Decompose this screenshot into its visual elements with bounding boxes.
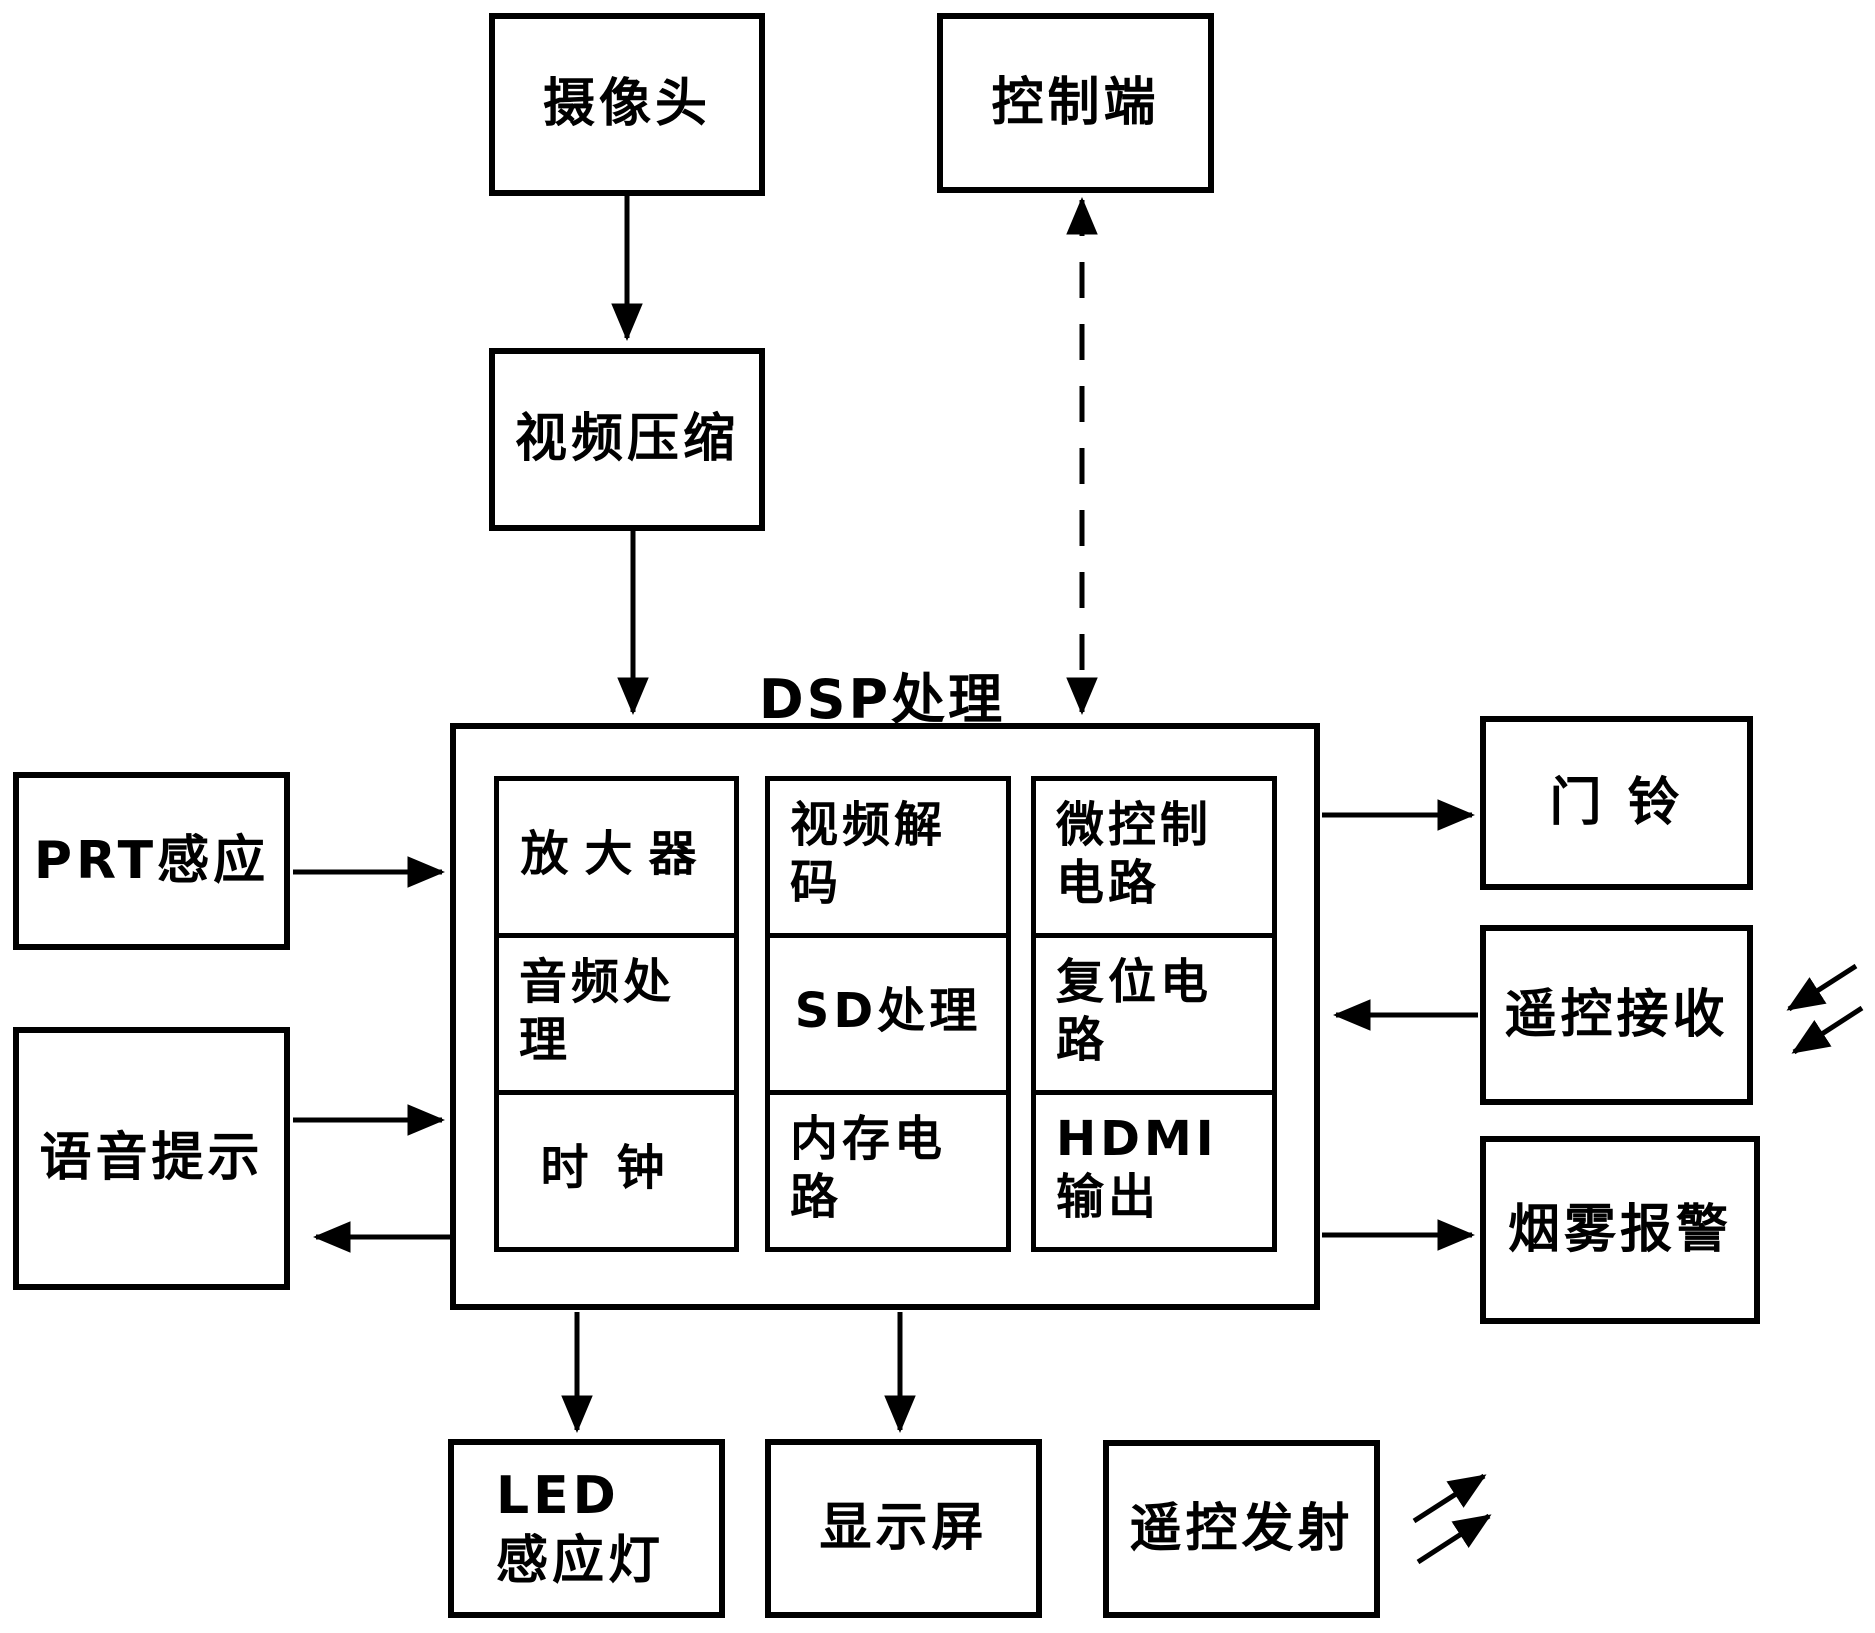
remote-transmitter-label: 遥控发射 — [1129, 1498, 1354, 1559]
cell-memory-circuit: 内存电 路 — [790, 1110, 947, 1225]
remote-receiver-label: 遥控接收 — [1504, 984, 1729, 1045]
box-remote-transmitter: 遥控发射 — [1103, 1440, 1380, 1618]
display-screen-label: 显示屏 — [819, 1498, 988, 1558]
box-prt-sensor: PRT感应 — [13, 772, 290, 950]
wireless-arrow-into-remote-receiver-1 — [1786, 963, 1858, 1012]
dsp-grid-column-3 — [1031, 776, 1277, 1252]
prt-sensor-label: PRT感应 — [33, 830, 270, 891]
box-doorbell: 门 铃 — [1480, 716, 1753, 890]
voice-prompt-label: 语音提示 — [39, 1128, 264, 1188]
cell-audio-processing: 音频处 理 — [519, 953, 676, 1068]
box-led-sensor-light: LED 感应灯 — [448, 1439, 725, 1618]
control-terminal-label: 控制端 — [991, 72, 1160, 133]
cell-sd-processing: SD处理 — [794, 982, 982, 1039]
dsp-grid-column-1 — [494, 776, 739, 1252]
box-video-compression: 视频压缩 — [489, 348, 765, 531]
camera-label: 摄像头 — [542, 74, 711, 134]
wireless-arrow-from-remote-transmitter-2 — [1416, 1513, 1492, 1565]
cell-micro-control-circuit: 微控制 电路 — [1056, 796, 1213, 911]
smoke-alarm-label: 烟雾报警 — [1507, 1199, 1732, 1260]
cell-amplifier: 放大器 — [520, 825, 713, 882]
wireless-arrow-into-remote-receiver-2 — [1791, 1005, 1864, 1055]
box-camera: 摄像头 — [489, 13, 765, 196]
box-voice-prompt: 语音提示 — [13, 1027, 290, 1290]
grid-divider — [494, 933, 739, 938]
grid-divider — [1031, 1090, 1277, 1095]
wireless-arrow-from-remote-transmitter-1 — [1412, 1473, 1487, 1524]
grid-divider — [1031, 933, 1277, 938]
grid-divider — [765, 933, 1011, 938]
grid-divider — [494, 1090, 739, 1095]
box-display-screen: 显示屏 — [765, 1439, 1042, 1618]
doorbell-label: 门 铃 — [1549, 772, 1684, 833]
cell-clock: 时钟 — [540, 1139, 693, 1196]
box-smoke-alarm: 烟雾报警 — [1480, 1136, 1760, 1324]
cell-video-decoder: 视频解 码 — [790, 796, 947, 911]
cell-reset-circuit: 复位电 路 — [1056, 953, 1213, 1068]
led-sensor-light-label: LED 感应灯 — [496, 1465, 665, 1591]
box-remote-receiver: 遥控接收 — [1480, 925, 1753, 1105]
grid-divider — [765, 1090, 1011, 1095]
video-compression-label: 视频压缩 — [514, 409, 739, 469]
dsp-title: DSP处理 — [758, 668, 1006, 731]
dsp-grid-column-2 — [765, 776, 1011, 1252]
cell-hdmi-output: HDMI 输出 — [1056, 1110, 1218, 1225]
box-control-terminal: 控制端 — [937, 13, 1214, 193]
